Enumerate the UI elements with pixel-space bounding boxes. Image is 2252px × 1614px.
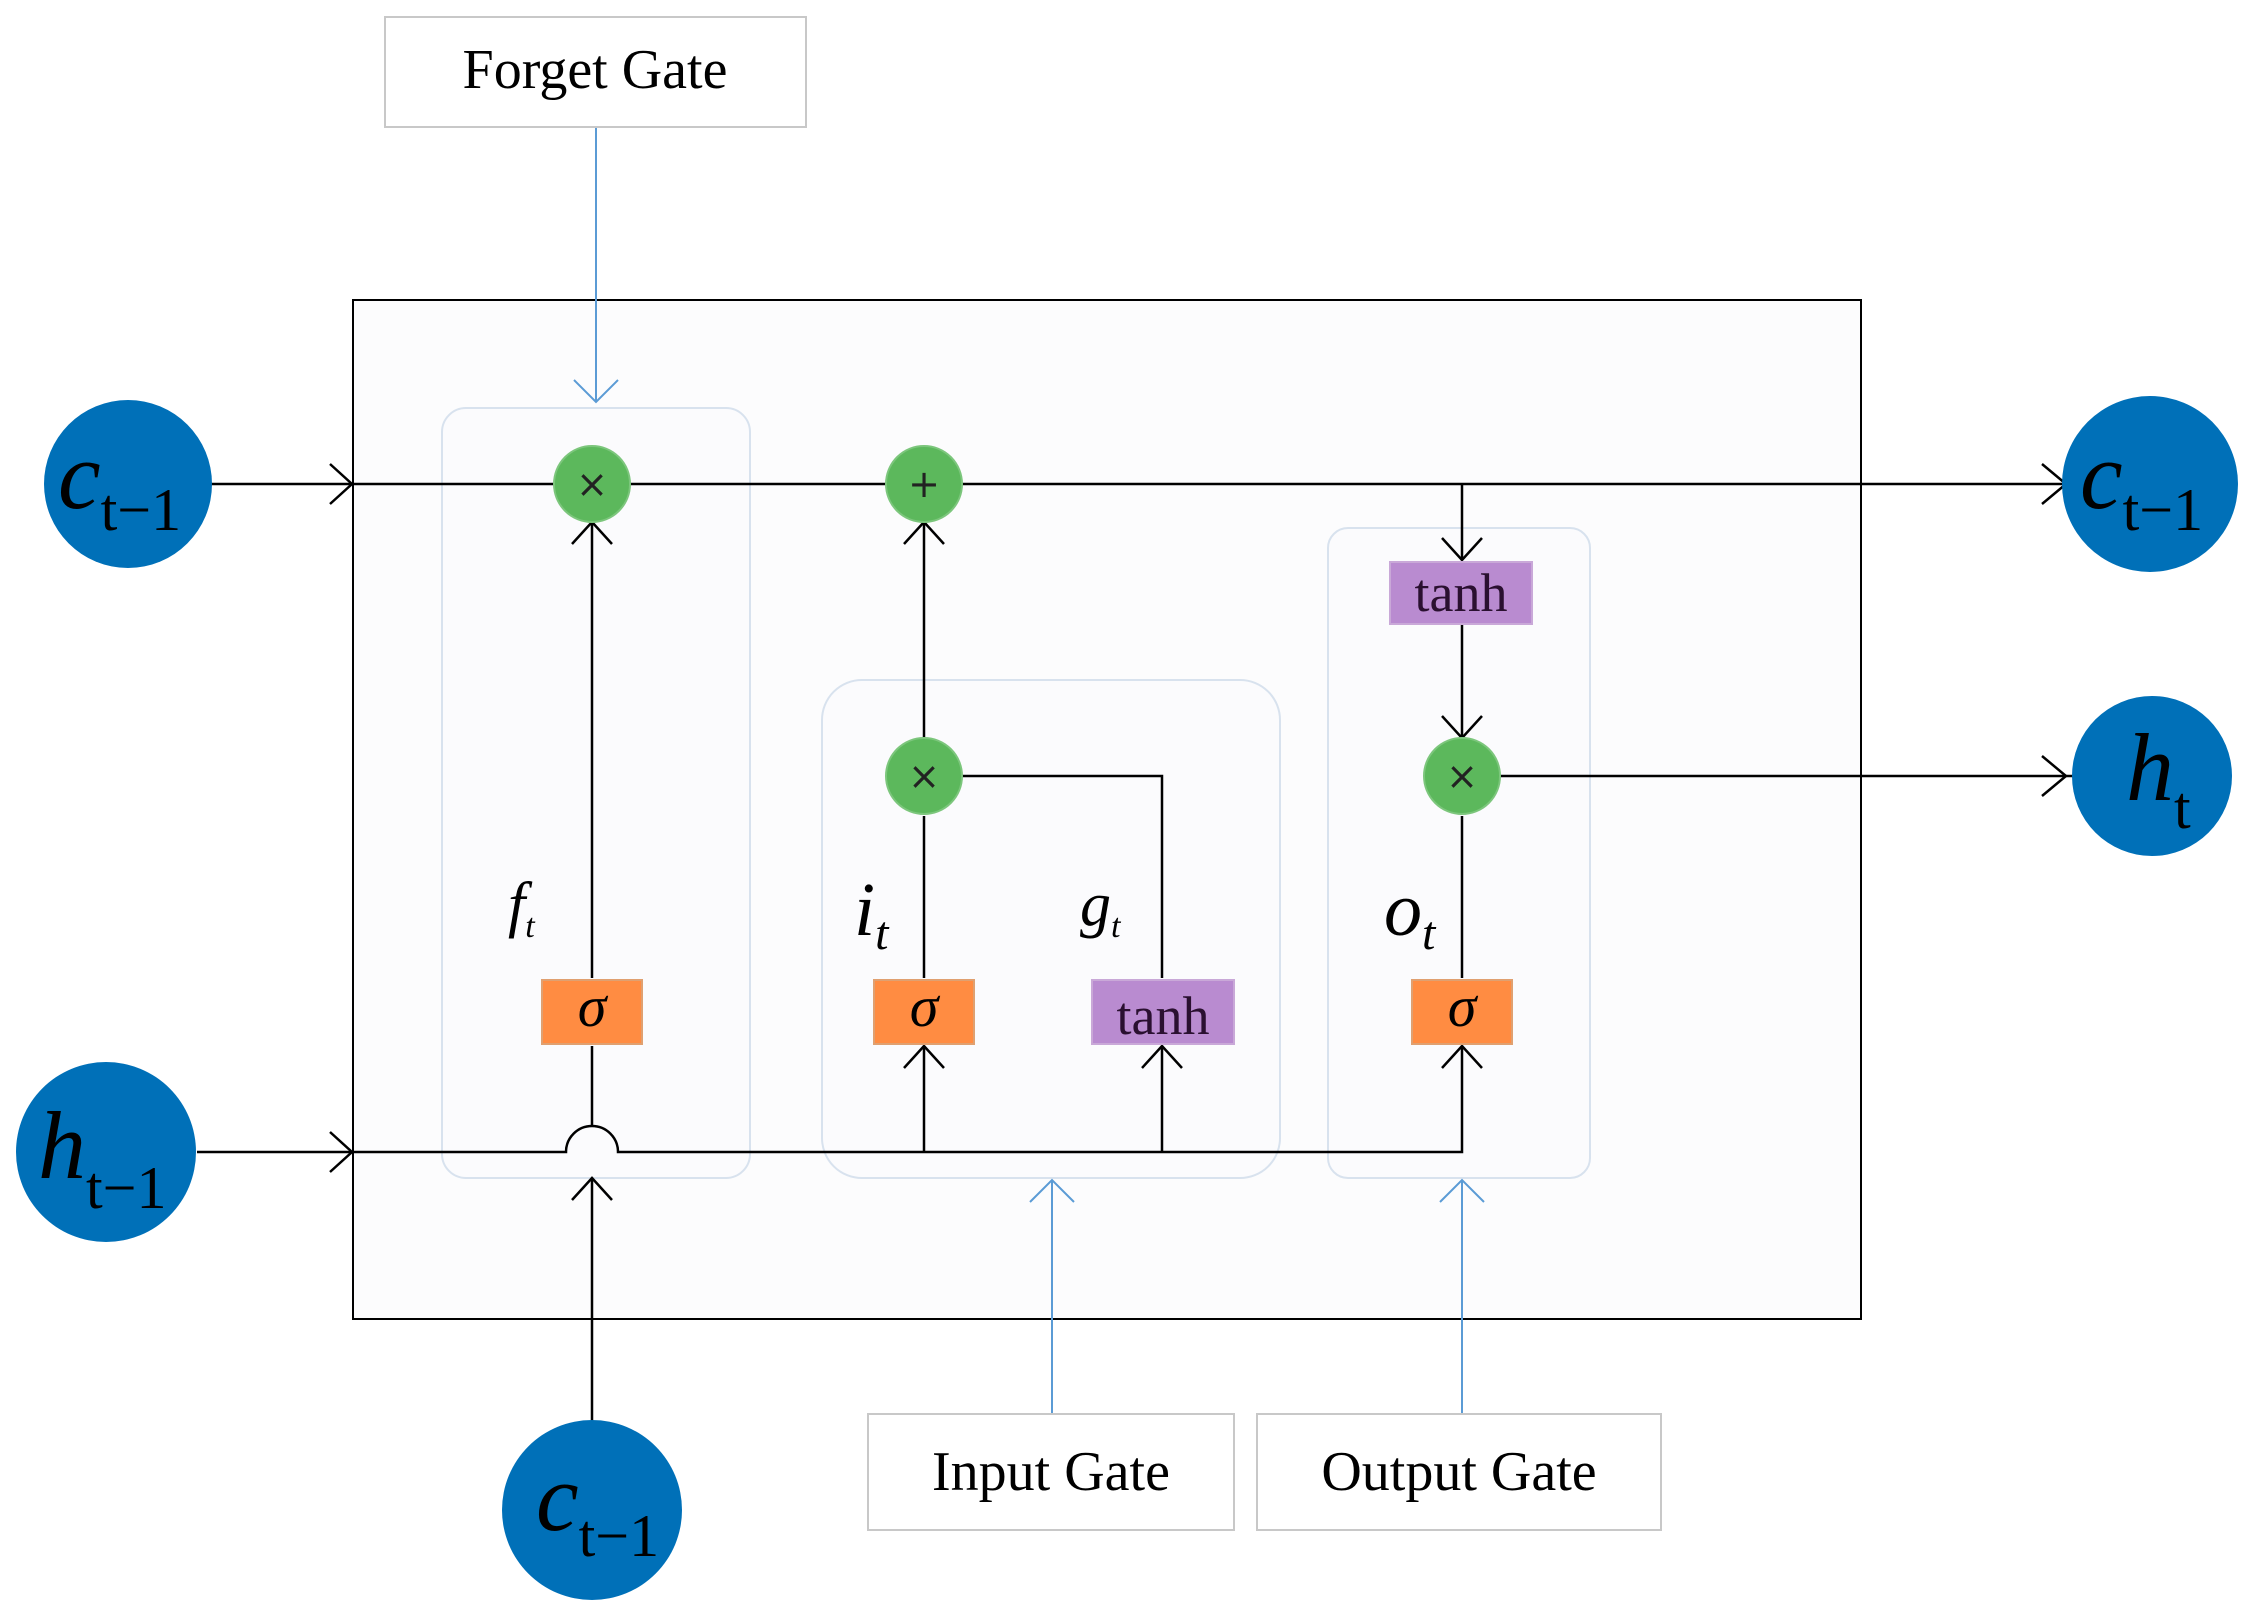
- svg-text:σ: σ: [578, 974, 609, 1039]
- svg-text:ct−1: ct−1: [58, 422, 181, 543]
- svg-text:ht−1: ht−1: [38, 1092, 167, 1221]
- output-gate-label: Output Gate: [1321, 1441, 1596, 1503]
- input-multiply-symbol: ×: [908, 754, 940, 798]
- svg-text:tanh: tanh: [1117, 986, 1210, 1046]
- forget-gate-label-box: Forget Gate: [384, 16, 807, 128]
- forget-gate-group: [441, 407, 751, 1179]
- input-sigma-box: σ: [873, 974, 975, 1045]
- input-gate-group: [821, 679, 1281, 1179]
- svg-text:σ: σ: [1448, 974, 1479, 1039]
- forget-sigma-box: σ: [541, 974, 643, 1045]
- connections: [197, 482, 2085, 1422]
- h-prev-left-node: ht−1: [16, 1062, 196, 1242]
- c-out-node: ct−1: [2062, 396, 2238, 572]
- input-gate-label: Input Gate: [932, 1441, 1170, 1503]
- o-t-label: ot: [1384, 868, 1437, 960]
- c-prev-left-node: ct−1: [44, 400, 212, 568]
- output-multiply-op: ×: [1423, 737, 1501, 815]
- svg-text:tanh: tanh: [1415, 563, 1508, 623]
- output-tanh-box: tanh: [1389, 561, 1533, 625]
- forget-gate-label: Forget Gate: [463, 39, 728, 101]
- forget-multiply-op: ×: [553, 445, 631, 523]
- c-prev-bottom-node: ct−1: [502, 1420, 682, 1600]
- gate-pointers: [573, 127, 1485, 1414]
- svg-text:ht: ht: [2126, 714, 2191, 841]
- input-tanh-box: tanh: [1091, 979, 1235, 1046]
- output-sigma-box: σ: [1411, 974, 1513, 1045]
- output-gate-label-box: Output Gate: [1256, 1413, 1662, 1531]
- i-t-label: it: [854, 868, 890, 960]
- input-multiply-op: ×: [885, 737, 963, 815]
- input-gate-label-box: Input Gate: [867, 1413, 1235, 1531]
- forget-multiply-symbol: ×: [576, 462, 608, 506]
- add-symbol: +: [908, 462, 940, 506]
- add-op: +: [885, 445, 963, 523]
- output-gate-group: [1327, 527, 1591, 1179]
- output-multiply-symbol: ×: [1446, 754, 1478, 798]
- g-t-label: gt: [1080, 871, 1122, 945]
- h-out-node: ht: [2072, 696, 2232, 856]
- svg-text:ct−1: ct−1: [536, 1444, 659, 1569]
- svg-text:ct−1: ct−1: [2080, 422, 2203, 543]
- svg-text:σ: σ: [910, 974, 941, 1039]
